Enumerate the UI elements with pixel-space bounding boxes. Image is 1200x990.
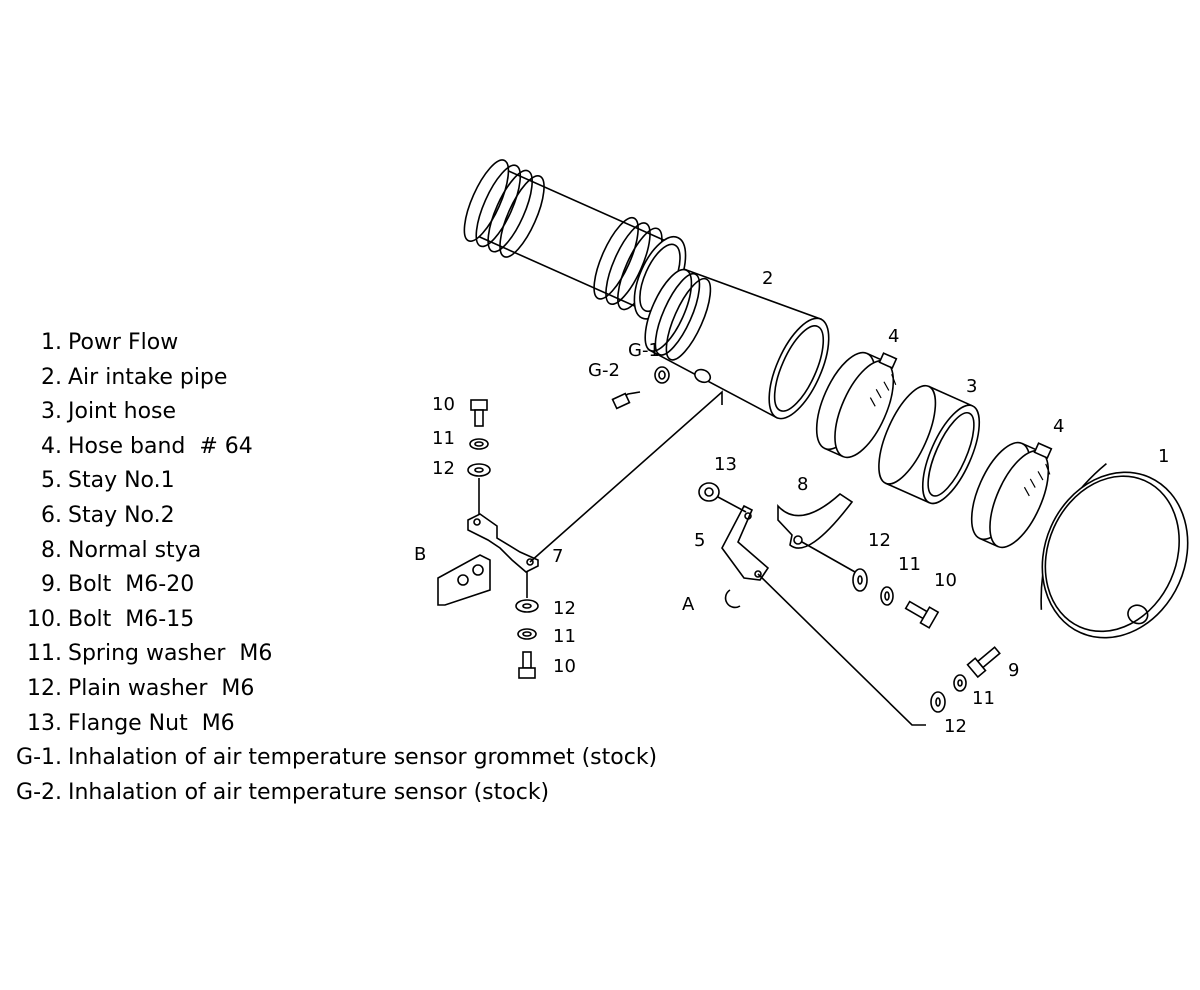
stay-no1-bracket bbox=[721, 504, 926, 726]
legend-text: Stay No.2 bbox=[68, 502, 175, 528]
legend-number: G-2. bbox=[16, 779, 62, 805]
callout-11-mid-right: 11 bbox=[898, 554, 921, 575]
legend-text: Inhalation of air temperature sensor gro… bbox=[68, 745, 658, 771]
flange-nut bbox=[698, 482, 856, 573]
legend-text: Joint hose bbox=[68, 399, 177, 425]
callout-11-bottom: 11 bbox=[553, 626, 576, 647]
callout-b: B bbox=[414, 544, 426, 565]
callout-10-bottom: 10 bbox=[553, 656, 576, 677]
parts-legend: 1.Powr Flow 2.Air intake pipe 3.Joint ho… bbox=[0, 326, 657, 810]
callout-11-lower-right: 11 bbox=[972, 688, 995, 709]
callout-2: 2 bbox=[762, 268, 773, 289]
stay-no2-bracket bbox=[437, 390, 723, 606]
callout-12-top: 12 bbox=[432, 458, 455, 479]
legend-number: G-1. bbox=[16, 745, 62, 771]
callout-9: 9 bbox=[1008, 660, 1019, 681]
legend-item: 9.Bolt M6-20 bbox=[0, 568, 657, 603]
plain-washer-bottom bbox=[515, 599, 539, 613]
legend-item: 6.Stay No.2 bbox=[0, 499, 657, 534]
callout-12-bottom: 12 bbox=[553, 598, 576, 619]
bolt-m6-15-top bbox=[470, 399, 488, 427]
legend-text: Normal stya bbox=[68, 537, 202, 563]
legend-item: 3.Joint hose bbox=[0, 395, 657, 430]
legend-number: 13. bbox=[27, 710, 62, 736]
legend-number: 10. bbox=[27, 606, 62, 632]
legend-number: 4. bbox=[41, 433, 62, 459]
plain-washer-lower-right bbox=[930, 691, 946, 713]
normal-stay bbox=[777, 492, 854, 549]
legend-text: Spring washer M6 bbox=[68, 641, 273, 667]
hose-band-right bbox=[970, 441, 1053, 549]
legend-text: Inhalation of air temperature sensor (st… bbox=[68, 779, 550, 805]
legend-item: G-1.Inhalation of air temperature sensor… bbox=[0, 741, 657, 776]
legend-item: 11.Spring washer M6 bbox=[0, 637, 657, 672]
bolt-m6-15-bottom bbox=[518, 651, 536, 679]
spring-washer-lower-right bbox=[953, 674, 967, 692]
legend-number: 1. bbox=[41, 330, 62, 355]
power-flow-filter bbox=[1040, 462, 1189, 639]
legend-item: 13.Flange Nut M6 bbox=[0, 707, 657, 742]
legend-number: 3. bbox=[41, 399, 62, 425]
legend-item: G-2.Inhalation of air temperature sensor… bbox=[0, 776, 657, 811]
callout-8: 8 bbox=[797, 474, 808, 495]
legend-item: 10.Bolt M6-15 bbox=[0, 603, 657, 638]
air-temperature-sensor bbox=[611, 391, 641, 410]
callout-10-top: 10 bbox=[432, 394, 455, 415]
callout-11-top: 11 bbox=[432, 428, 455, 449]
callout-7: 7 bbox=[552, 546, 563, 567]
callout-g1: G-1 bbox=[628, 340, 660, 361]
callout-10-right: 10 bbox=[934, 570, 957, 591]
spring-washer-top bbox=[469, 438, 489, 450]
legend-number: 11. bbox=[27, 641, 62, 667]
legend-number: 8. bbox=[41, 537, 62, 563]
legend-text: Stay No.1 bbox=[68, 468, 175, 494]
legend-number: 6. bbox=[41, 502, 62, 528]
callout-5: 5 bbox=[694, 530, 705, 551]
legend-text: Flange Nut M6 bbox=[68, 710, 235, 736]
legend-item: 8.Normal stya bbox=[0, 534, 657, 569]
legend-text: Air intake pipe bbox=[68, 364, 228, 390]
legend-text: Plain washer M6 bbox=[68, 675, 255, 701]
legend-text: Bolt M6-15 bbox=[68, 606, 195, 632]
spring-washer-mid-right bbox=[880, 586, 894, 606]
callout-13: 13 bbox=[714, 454, 737, 475]
callout-12-lower-right: 12 bbox=[944, 716, 967, 737]
plain-washer-top bbox=[467, 463, 491, 477]
legend-number: 5. bbox=[41, 468, 62, 494]
legend-item: 5.Stay No.1 bbox=[0, 464, 657, 499]
legend-item: 1.Powr Flow bbox=[0, 326, 657, 361]
hose-band-left bbox=[815, 351, 898, 459]
plain-washer-mid-right bbox=[852, 568, 868, 592]
legend-text: Powr Flow bbox=[68, 330, 179, 355]
legend-text: Bolt M6-20 bbox=[68, 572, 195, 598]
callout-g2: G-2 bbox=[588, 360, 620, 381]
callout-12-mid-right: 12 bbox=[868, 530, 891, 551]
bolt-m6-20 bbox=[966, 646, 1001, 679]
callout-a: A bbox=[682, 594, 695, 615]
sensor-grommet bbox=[654, 366, 670, 384]
bolt-m6-15-right bbox=[904, 600, 940, 629]
callout-3: 3 bbox=[966, 376, 977, 397]
legend-number: 2. bbox=[41, 364, 62, 390]
legend-number: 9. bbox=[41, 572, 62, 598]
legend-item: 12.Plain washer M6 bbox=[0, 672, 657, 707]
spring-washer-bottom bbox=[517, 628, 537, 640]
air-intake-pipe bbox=[644, 268, 830, 420]
legend-item: 2.Air intake pipe bbox=[0, 361, 657, 396]
callout-4-right: 4 bbox=[1053, 416, 1064, 437]
joint-hose bbox=[878, 384, 981, 505]
callout-1: 1 bbox=[1158, 446, 1169, 467]
legend-number: 12. bbox=[27, 675, 62, 701]
callout-4-left: 4 bbox=[888, 326, 899, 347]
joint-hose-upper bbox=[463, 159, 687, 320]
legend-text: Hose band # 64 bbox=[68, 433, 253, 459]
legend-item: 4.Hose band # 64 bbox=[0, 430, 657, 465]
